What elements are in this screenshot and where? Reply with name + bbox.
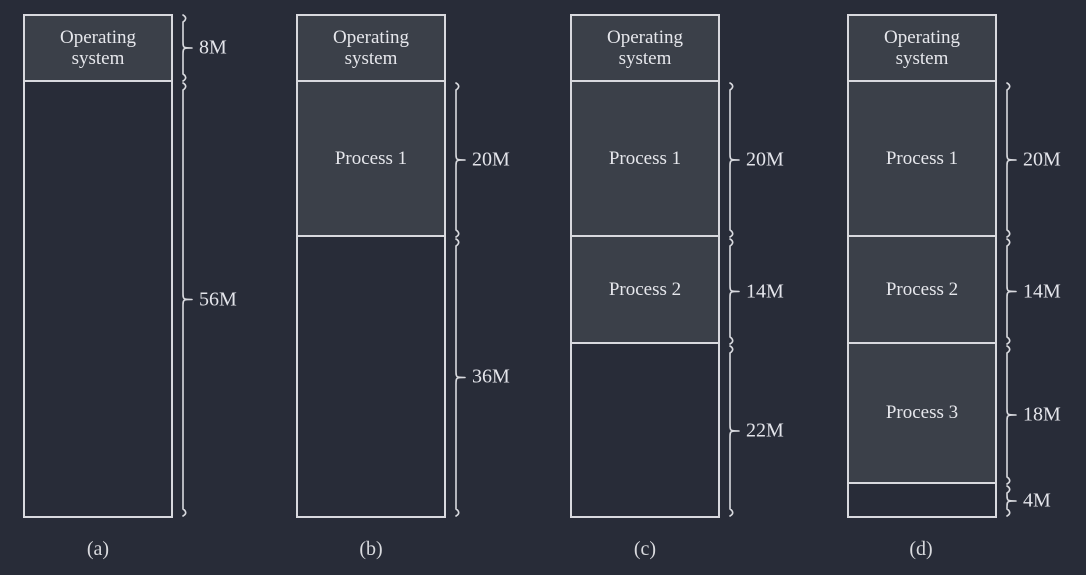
memory-segment-free-22m (572, 344, 718, 516)
memory-segment-os: Operating system (25, 16, 171, 82)
memory-segment-free-36m (298, 237, 444, 516)
segment-label: Operating system (333, 26, 409, 69)
panel-caption-a: (a) (86, 538, 110, 560)
brace-36m-label-b: 36M (472, 365, 510, 388)
brace-8m-a (181, 14, 194, 82)
segment-label: Process 1 (885, 147, 959, 169)
brace-20m-label-b: 20M (472, 148, 510, 171)
memory-segment-process-2: Process 2 (849, 237, 995, 344)
memory-segment-os: Operating system (298, 16, 444, 82)
brace-36m-b (454, 238, 467, 517)
brace-20m-b (454, 82, 467, 238)
panel-caption-c: (c) (633, 538, 657, 560)
memory-segment-free-56m (25, 82, 171, 516)
segment-label: Process 3 (885, 402, 959, 424)
brace-18m-d (1005, 345, 1018, 485)
brace-20m-c (728, 82, 741, 238)
brace-56m-a (181, 82, 194, 517)
segment-label: Operating system (607, 26, 683, 69)
brace-20m-label-c: 20M (746, 148, 784, 171)
memory-segment-process-3: Process 3 (849, 344, 995, 484)
memory-segment-free-4m (849, 484, 995, 516)
brace-14m-c (728, 238, 741, 345)
memory-segment-process-2: Process 2 (572, 237, 718, 344)
memory-box-a: Operating system (23, 14, 173, 518)
memory-segment-os: Operating system (849, 16, 995, 82)
segment-label: Operating system (60, 26, 136, 69)
segment-label: Process 2 (885, 278, 959, 300)
brace-20m-d (1005, 82, 1018, 238)
memory-segment-process-1: Process 1 (572, 82, 718, 237)
brace-4m-d (1005, 485, 1018, 517)
brace-56m-label-a: 56M (199, 288, 237, 311)
brace-22m-label-c: 22M (746, 419, 784, 442)
memory-segment-process-1: Process 1 (298, 82, 444, 237)
brace-14m-label-d: 14M (1023, 280, 1061, 303)
brace-22m-c (728, 345, 741, 517)
panel-caption-d: (d) (909, 538, 933, 560)
brace-14m-label-c: 14M (746, 280, 784, 303)
segment-label: Process 2 (608, 278, 682, 300)
brace-18m-label-d: 18M (1023, 403, 1061, 426)
brace-8m-label-a: 8M (199, 36, 227, 59)
memory-segment-process-1: Process 1 (849, 82, 995, 237)
brace-20m-label-d: 20M (1023, 148, 1061, 171)
panel-caption-b: (b) (359, 538, 383, 560)
memory-segment-os: Operating system (572, 16, 718, 82)
brace-14m-d (1005, 238, 1018, 345)
segment-label: Process 1 (334, 147, 408, 169)
segment-label: Process 1 (608, 147, 682, 169)
brace-4m-label-d: 4M (1023, 489, 1051, 512)
segment-label: Operating system (884, 26, 960, 69)
